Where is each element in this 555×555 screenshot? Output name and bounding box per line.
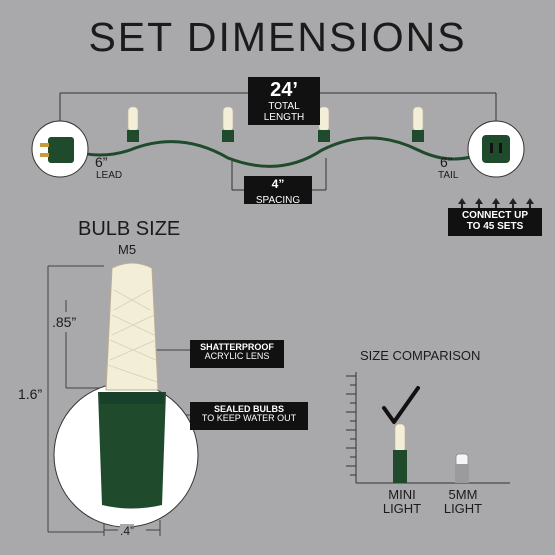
bulb-height-bulb: .85”	[52, 312, 77, 332]
sealed-callout: SEALED BULBS TO KEEP WATER OUT	[190, 402, 308, 430]
male-plug-icon	[31, 120, 89, 178]
string-bulb-2	[222, 106, 234, 142]
bulb-size-heading: BULB SIZE	[78, 218, 181, 240]
lead-value: 6”	[95, 154, 108, 170]
total-length-value: 24’	[270, 79, 298, 101]
string-bulbs	[127, 106, 424, 142]
sealed-callout-line-1: SEALED BULBS	[213, 404, 284, 414]
spacing-value: 4”	[271, 177, 285, 191]
string-bulb-4	[412, 106, 424, 142]
mini-light-label-1: MINI	[388, 487, 416, 502]
string-bulb-1	[127, 106, 139, 142]
connect-arrows	[458, 198, 534, 209]
connect-line-1: CONNECT UP	[461, 210, 529, 221]
lens-callout-line-1: SHATTERPROOF	[200, 342, 274, 352]
comparison-ruler	[346, 372, 510, 484]
spacing-box: 4” SPACING	[244, 176, 312, 206]
bulb-model: M5	[118, 242, 137, 257]
mini-light	[393, 423, 407, 483]
tail-label: TAIL	[438, 170, 459, 181]
fivemm-light-label: 5MM LIGHT	[442, 488, 484, 516]
total-length-label: TOTAL LENGTH	[263, 101, 305, 123]
total-length-box: 24’ TOTAL LENGTH	[248, 77, 320, 125]
spacing-label: SPACING	[255, 194, 301, 206]
bulb-width: .4”	[120, 524, 135, 538]
bulb-height-total: 1.6”	[18, 386, 43, 402]
lens-callout-line-2: ACRYLIC LENS	[204, 351, 270, 362]
wire	[69, 136, 489, 168]
fivemm-light-label-1: 5MM	[448, 487, 478, 502]
lens-callout: SHATTERPROOF ACRYLIC LENS	[190, 340, 284, 368]
lead-label: LEAD	[96, 170, 123, 181]
mini-light-label-2: LIGHT	[382, 501, 422, 516]
mini-light-label: MINI LIGHT	[382, 488, 422, 516]
size-comparison-heading: SIZE COMPARISON	[360, 348, 481, 363]
connect-line-2: TO 45 SETS	[466, 220, 524, 232]
checkmark-icon	[382, 386, 420, 424]
sealed-callout-line-2: TO KEEP WATER OUT	[201, 413, 297, 424]
connect-box: CONNECT UP TO 45 SETS	[448, 208, 542, 236]
string-bulb-3	[318, 106, 330, 142]
fivemm-light-label-2: LIGHT	[443, 501, 483, 516]
total-length-dimension	[59, 92, 497, 191]
fivemm-light	[455, 453, 469, 483]
tail-value: 6”	[440, 154, 453, 170]
large-bulb	[98, 262, 166, 509]
page-title: SET DIMENSIONS	[88, 14, 467, 60]
female-socket-icon	[467, 120, 525, 178]
